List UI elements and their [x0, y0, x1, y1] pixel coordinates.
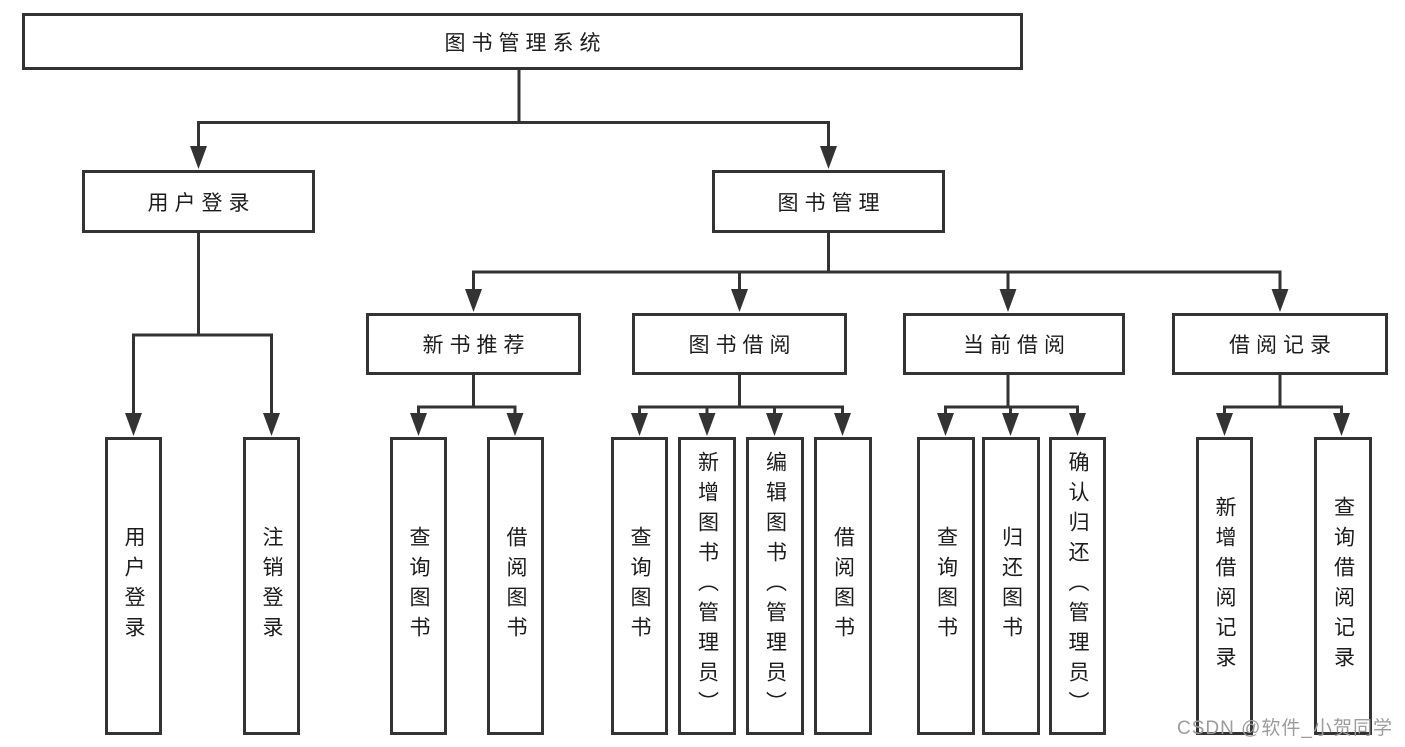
- node-label: 新书推荐: [422, 334, 531, 357]
- node-current-borrowing: 当前借阅: [903, 313, 1125, 375]
- node-book-management: 图书管理: [712, 170, 945, 233]
- node-leaf-user-login: 用户登录: [105, 437, 162, 735]
- arrowhead-icon: [631, 413, 648, 436]
- node-leaf-add-borrow-record: 新增借阅记录: [1196, 437, 1253, 735]
- arrowhead-icon: [999, 289, 1017, 312]
- node-label: 查询图书: [628, 526, 651, 646]
- node-label: 归还图书: [999, 526, 1023, 646]
- node-borrowing-records: 借阅记录: [1172, 313, 1388, 375]
- arrowhead-icon: [731, 289, 748, 312]
- node-leaf-edit-book-admin: 编辑图书（管理员）: [746, 437, 804, 735]
- node-leaf-confirm-return-admin: 确认归还（管理员）: [1049, 437, 1106, 735]
- node-leaf-return-book: 归还图书: [982, 437, 1040, 735]
- node-label: 用户登录: [147, 191, 256, 215]
- csdn-watermark: CSDN @软件_小贺同学: [1177, 718, 1393, 739]
- arrowhead-icon: [937, 413, 954, 436]
- node-label: 查询图书: [934, 526, 958, 646]
- arrowhead-icon: [506, 413, 524, 436]
- node-label: 注销登录: [260, 526, 283, 646]
- node-label: 图书管理: [777, 191, 886, 215]
- arrowhead-icon: [125, 413, 142, 436]
- node-label: 借阅图书: [504, 526, 527, 646]
- node-book-borrowing: 图书借阅: [632, 313, 847, 375]
- node-user-login: 用户登录: [82, 170, 315, 233]
- node-label: 查询图书: [407, 526, 430, 646]
- node-leaf-query-book-1: 查询图书: [390, 437, 447, 735]
- node-label: 新增图书（管理员）: [695, 451, 719, 721]
- node-label: 确认归还（管理员）: [1066, 451, 1089, 721]
- node-leaf-add-book-admin: 新增图书（管理员）: [678, 437, 736, 735]
- arrowhead-icon: [766, 413, 783, 436]
- node-leaf-query-book-3: 查询图书: [917, 437, 975, 735]
- node-label: 图书借阅: [688, 334, 797, 357]
- node-leaf-logout: 注销登录: [243, 437, 300, 735]
- arrowhead-icon: [1069, 413, 1086, 436]
- arrowhead-icon: [465, 289, 482, 312]
- arrowhead-icon: [410, 413, 427, 436]
- node-new-book-recommendation: 新书推荐: [366, 313, 581, 375]
- connector-lines: [132, 70, 1343, 417]
- node-label: 查询借阅记录: [1331, 496, 1355, 676]
- node-library-management-system: 图书管理系统: [22, 13, 1023, 70]
- node-leaf-borrow-book-2: 借阅图书: [814, 437, 872, 735]
- arrowhead-icon: [698, 413, 716, 436]
- arrowhead-icon: [190, 146, 207, 169]
- arrowhead-icon: [1002, 413, 1019, 436]
- arrowhead-icon: [834, 413, 851, 436]
- node-leaf-borrow-book-1: 借阅图书: [487, 437, 544, 735]
- arrowhead-icon: [1216, 413, 1233, 436]
- arrowhead-icon: [263, 413, 280, 436]
- node-leaf-query-borrow-record: 查询借阅记录: [1314, 437, 1372, 735]
- arrowhead-icon: [820, 146, 837, 169]
- node-leaf-query-book-2: 查询图书: [611, 437, 668, 735]
- node-label: 借阅记录: [1229, 334, 1337, 357]
- arrowhead-icon: [1333, 413, 1350, 436]
- node-label: 图书管理系统: [444, 31, 607, 55]
- node-label: 当前借阅: [963, 334, 1071, 357]
- node-label: 用户登录: [122, 526, 145, 646]
- node-label: 编辑图书（管理员）: [763, 451, 787, 721]
- node-label: 新增借阅记录: [1213, 496, 1236, 676]
- node-label: 借阅图书: [831, 526, 855, 646]
- arrowhead-icon: [1271, 289, 1289, 312]
